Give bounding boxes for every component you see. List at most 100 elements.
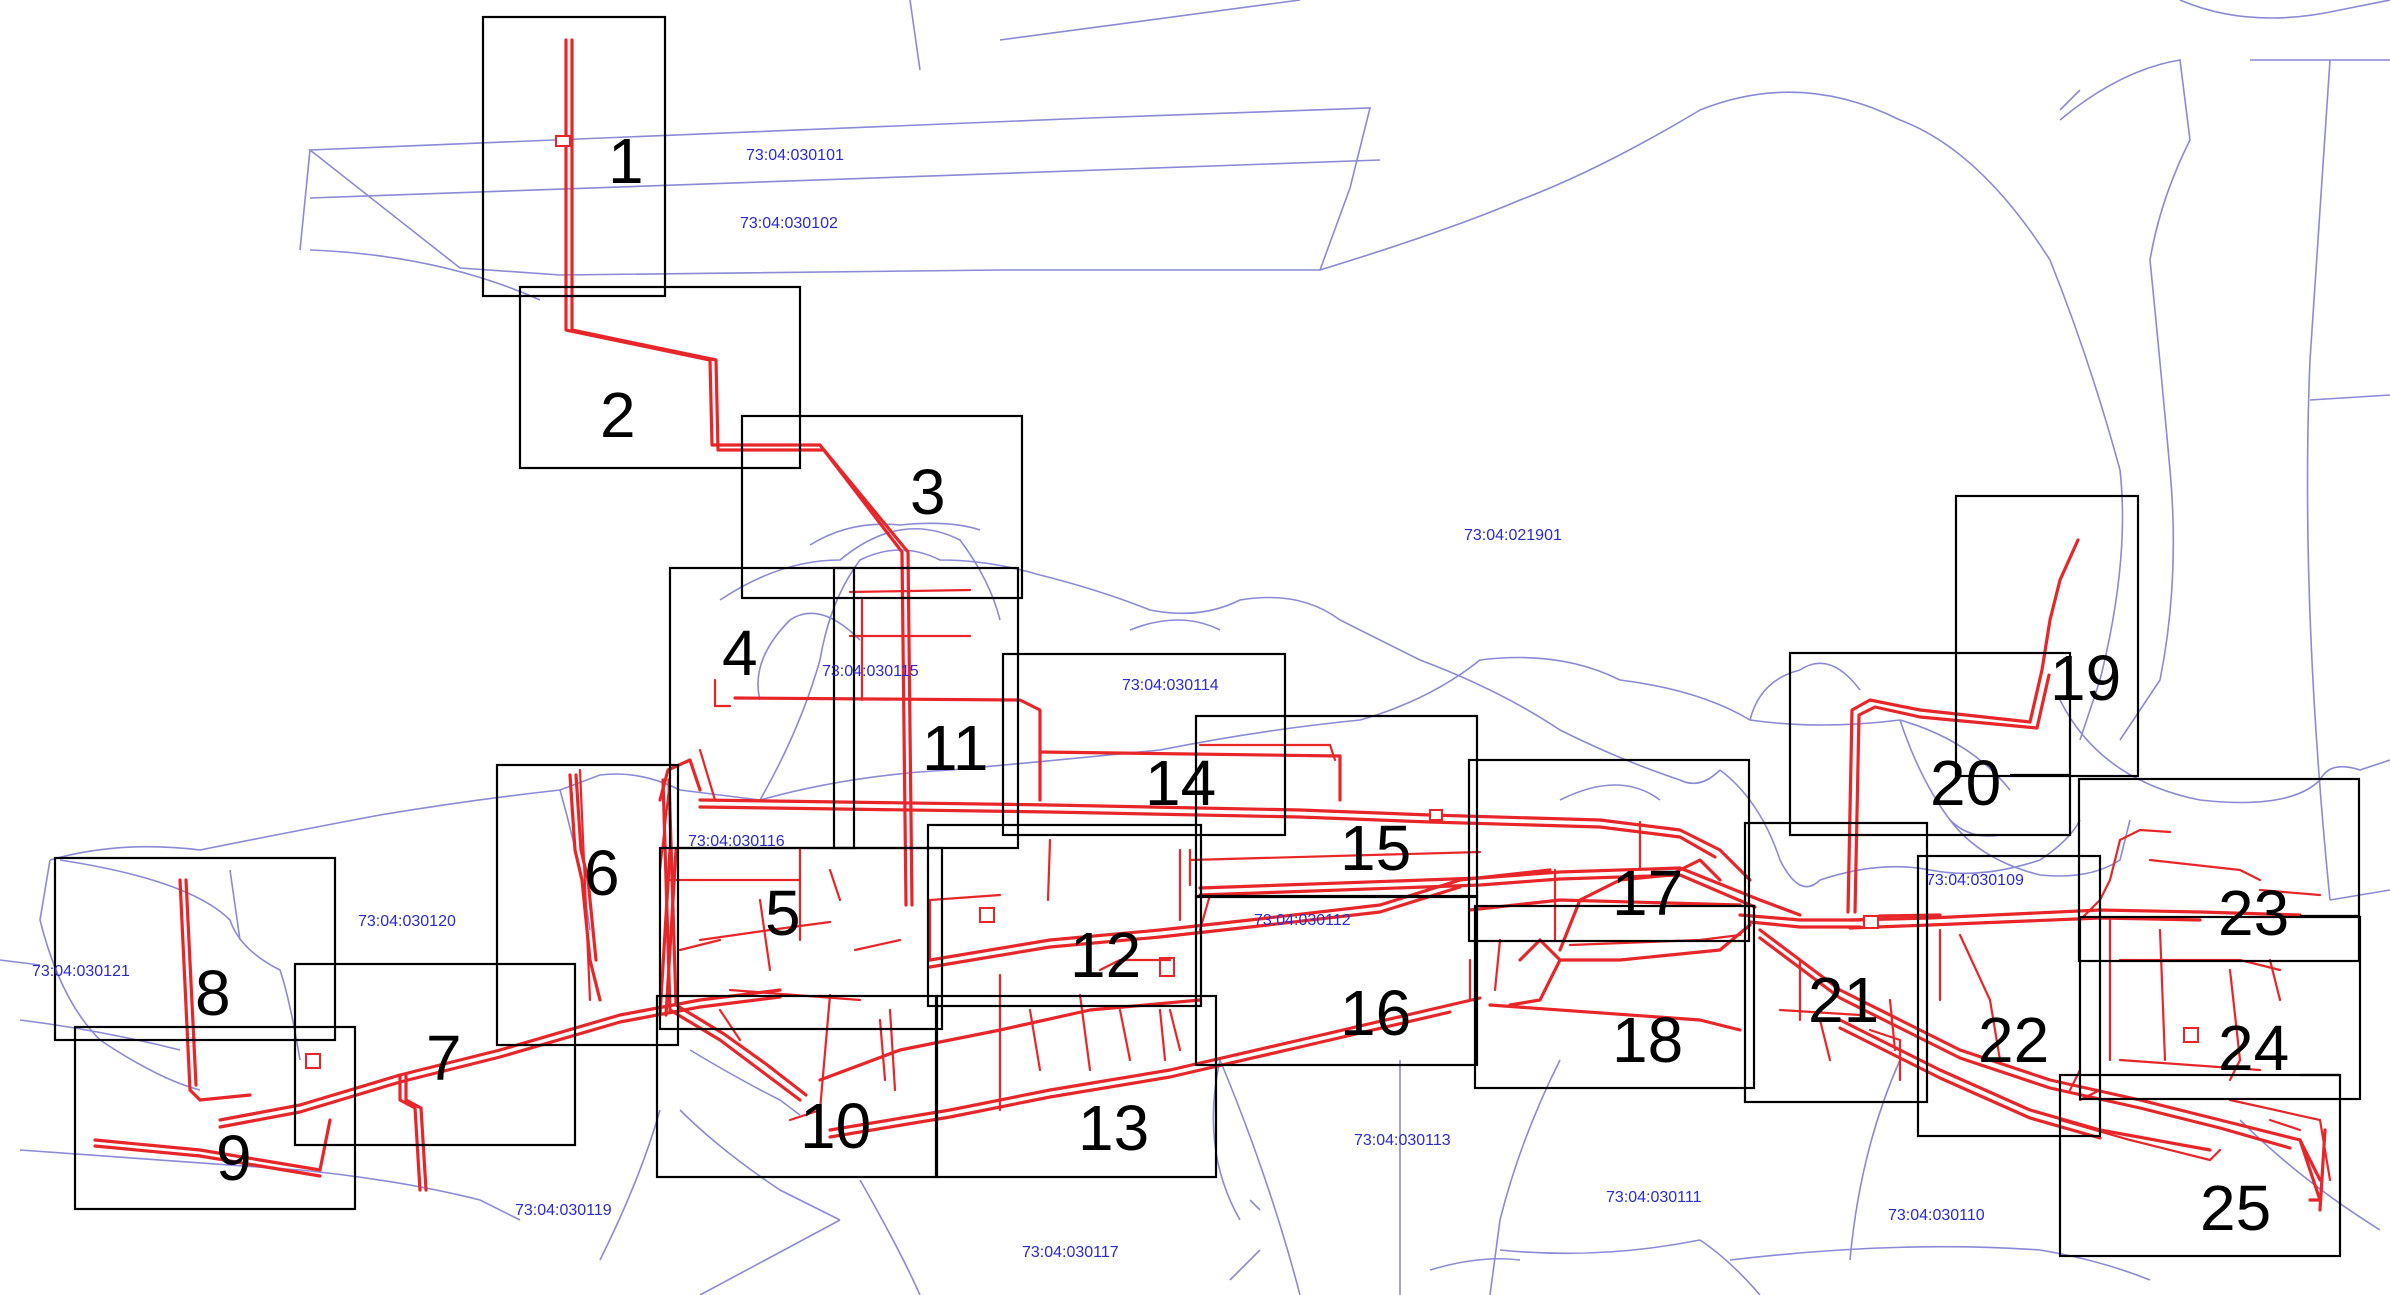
pipeline-branch (568, 773, 602, 1002)
cadastral-label: 73:04:030113 (1354, 1132, 1451, 1149)
pipeline-branch (1098, 958, 1172, 972)
main-pipeline (928, 885, 1462, 969)
parcel-boundary (1419, 659, 1721, 785)
pipeline-branch (1168, 1008, 1182, 1052)
pipeline-branch (578, 768, 592, 1002)
sheet-number-25: 25 (2200, 1172, 2271, 1244)
pipeline-branch (2208, 1148, 2222, 1162)
parcel-boundary (1212, 1059, 1241, 1221)
sheet-number-23: 23 (2218, 877, 2289, 949)
main-pipeline (828, 1010, 1452, 1139)
cadastral-label: 73:04:030111 (1606, 1189, 1702, 1206)
pipeline-branch (698, 748, 717, 802)
cadastral-label: 73:04:030114 (1122, 677, 1219, 694)
sheet-frame-6 (495, 763, 680, 1047)
main-pipeline (698, 805, 1717, 859)
main-pipeline (698, 798, 1752, 882)
parcel-boundary (229, 869, 241, 941)
sheet-frame-18 (1473, 904, 1756, 1090)
pipeline-branch (398, 1073, 422, 1192)
main-pipeline (1848, 916, 2202, 930)
pipeline-branch (1198, 743, 1337, 762)
parcel-boundary (1559, 784, 1661, 801)
parcel-boundary (759, 549, 1041, 801)
pipeline-node (979, 907, 995, 923)
parcel-boundary (1699, 1239, 1761, 1295)
sheet-number-9: 9 (216, 1122, 252, 1194)
sheet-number-13: 13 (1078, 1092, 1149, 1164)
sheet-frame-20 (1788, 651, 2072, 837)
main-pipeline (1558, 858, 1722, 952)
main-pipeline (1748, 920, 1862, 929)
parcel-boundary (859, 1179, 921, 1295)
sheet-numbers: 1 2 3 4 5 6 7 8 9 10 11 12 13 14 15 16 1… (195, 125, 2289, 1244)
sheet-number-15: 15 (1340, 812, 1411, 884)
pipeline-branch (93, 1144, 322, 1178)
parcel-boundary (2059, 699, 2390, 804)
pipeline-network (93, 38, 2332, 1212)
sheet-frame-17 (1467, 758, 1751, 943)
main-pipeline (928, 868, 1552, 962)
pipeline-branch (1158, 1008, 1167, 1062)
cadastral-label: 73:04:030119 (515, 1202, 612, 1219)
main-pipeline (2298, 1138, 2322, 1202)
sheet-frame-14 (1001, 652, 1287, 837)
main-pipeline (570, 38, 914, 907)
parcel-boundary (2179, 0, 2390, 19)
parcel-boundary (759, 656, 2011, 801)
sheet-frame-23 (2077, 777, 2361, 963)
parcel-boundary (1729, 1245, 2151, 1281)
sheet-number-22: 22 (1978, 1004, 2049, 1076)
pipeline-node (1863, 915, 1879, 929)
parcel-boundary (1499, 1239, 1701, 1255)
sheet-frame-15 (1194, 714, 1479, 899)
parcel-boundary (1429, 1258, 1521, 1271)
main-pipeline (664, 848, 678, 1017)
parcel-boundary (1039, 574, 1421, 661)
parcel-boundary (19, 1149, 521, 1221)
main-pipeline (1758, 928, 2322, 1182)
pipeline-branch (2268, 958, 2282, 1002)
main-pipeline (1558, 923, 1752, 962)
parcel-boundary (2049, 259, 2124, 741)
sheet-number-14: 14 (1145, 747, 1216, 819)
parcel-boundary (59, 859, 301, 1061)
parcel-boundary (2306, 59, 2331, 901)
parcel-boundary (2059, 59, 2191, 741)
pipeline-branch (853, 938, 902, 952)
pipeline-branch (404, 1073, 428, 1192)
main-pipeline (1508, 938, 1562, 1007)
pipeline-branch (788, 993, 832, 1122)
pipeline-branch (1868, 1028, 1902, 1082)
pipeline-branch (658, 778, 672, 872)
parcel-boundary (909, 0, 921, 71)
parcel-boundary (49, 773, 761, 861)
pipeline-branch (888, 1008, 897, 1092)
parcel-boundary (309, 159, 1381, 199)
cadastral-label: 73:04:030120 (358, 913, 456, 930)
parcel-boundary (1749, 662, 1861, 721)
main-pipeline (828, 996, 1482, 1132)
pipeline-branch (2068, 1068, 2082, 1092)
sheet-frame-3 (740, 414, 1024, 600)
sheet-number-5: 5 (765, 877, 801, 949)
sheet-number-19: 19 (2050, 642, 2121, 714)
main-pipeline (564, 38, 908, 907)
main-pipeline (661, 778, 802, 1102)
pipeline-branch (2078, 828, 2172, 922)
pipeline-branch (698, 920, 832, 942)
pipeline-node (2183, 1027, 2199, 1043)
parcel-boundary (1229, 1249, 1261, 1281)
main-pipeline (218, 988, 782, 1122)
sheet-frame-9 (73, 1025, 357, 1211)
pipeline-branch (2058, 1118, 2212, 1162)
parcel-boundary (1219, 1059, 1301, 1295)
sheet-frame-21 (1743, 821, 1929, 1104)
pipeline-branch (718, 1008, 742, 1042)
cadastral-label: 73:04:030101 (746, 147, 844, 164)
sheet-frame-2 (518, 285, 802, 470)
parcel-boundary (299, 149, 311, 251)
main-pipeline (1488, 1003, 1742, 1032)
